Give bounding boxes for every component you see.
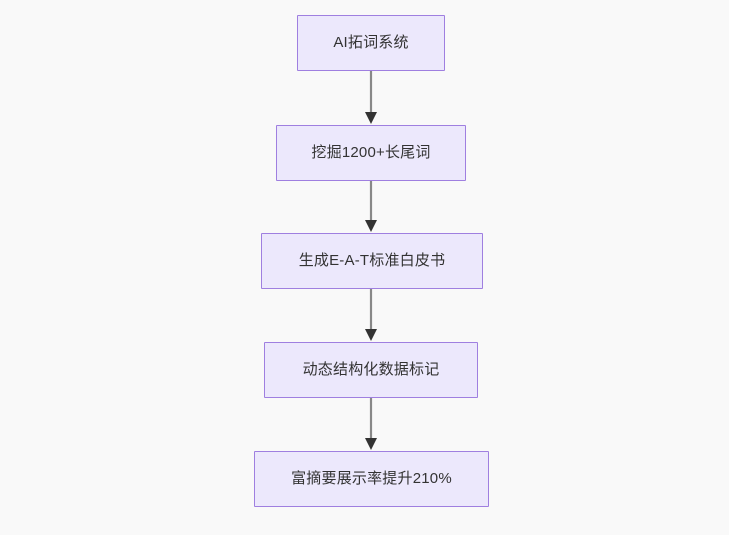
flow-node-label: AI拓词系统 <box>333 34 409 51</box>
flow-node-mine-longtail-keywords[interactable]: 挖掘1200+长尾词 <box>276 125 466 181</box>
flow-node-rich-snippet-rate-increase[interactable]: 富摘要展示率提升210% <box>254 451 489 507</box>
edge-node4-to-node5 <box>361 398 381 451</box>
flow-node-generate-eat-whitepaper[interactable]: 生成E-A-T标准白皮书 <box>261 233 483 289</box>
edge-node2-to-node3 <box>361 181 381 233</box>
flow-node-label: 动态结构化数据标记 <box>302 361 440 378</box>
flow-node-dynamic-structured-data-markup[interactable]: 动态结构化数据标记 <box>264 342 478 398</box>
edge-node1-to-node2 <box>361 71 381 125</box>
edge-node3-to-node4 <box>361 289 381 342</box>
flow-node-label: 富摘要展示率提升210% <box>291 470 452 487</box>
flow-node-ai-keyword-system[interactable]: AI拓词系统 <box>297 15 445 71</box>
flow-node-label: 生成E-A-T标准白皮书 <box>298 252 446 269</box>
flow-node-label: 挖掘1200+长尾词 <box>311 144 431 161</box>
